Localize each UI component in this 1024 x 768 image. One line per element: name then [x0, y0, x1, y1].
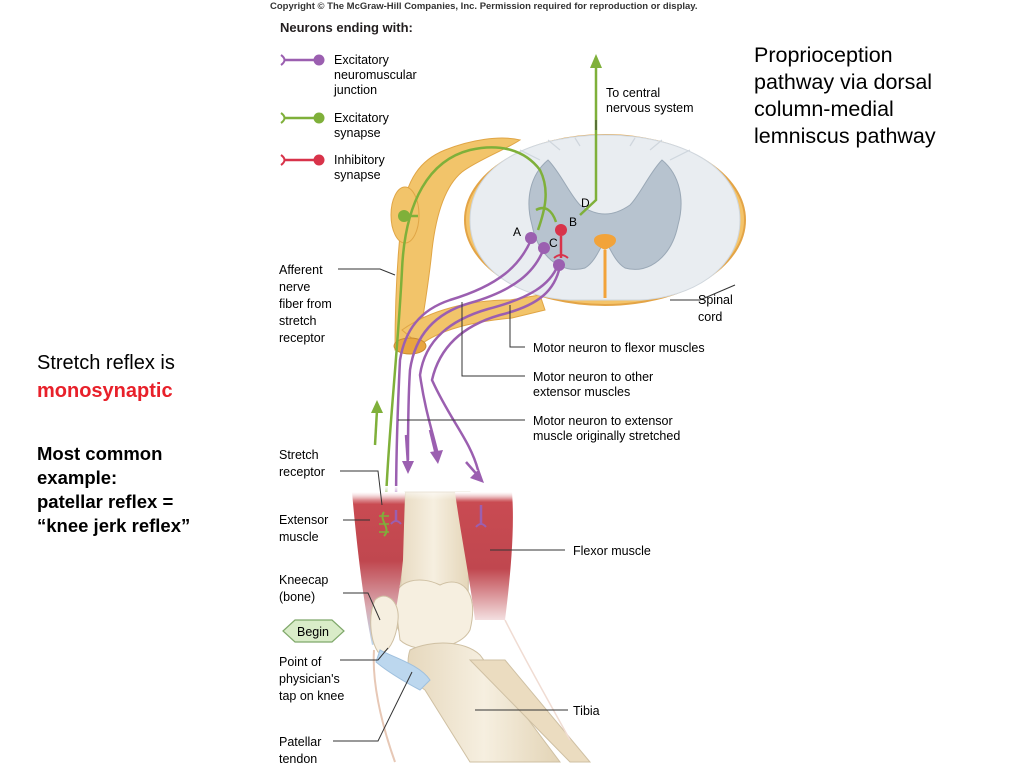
ganglion-cell-body: [398, 210, 410, 222]
common-example-line-3: patellar reflex =: [37, 491, 174, 512]
afferent-up-arrow: [371, 400, 383, 413]
common-example-block: Most common example: patellar reflex = “…: [37, 442, 247, 538]
synapse-label-d: D: [581, 196, 590, 210]
legend-title: Neurons ending with:: [280, 20, 413, 35]
legend-label-excitatory-nmj: Excitatory neuromuscular junction: [333, 53, 420, 97]
legend-label-excitatory-synapse: Excitatory synapse: [334, 111, 392, 140]
knee-illustration: [340, 486, 592, 763]
begin-marker: Begin: [282, 619, 345, 643]
label-afferent-fiber: Afferent nerve fiber from stretch recept…: [279, 263, 335, 345]
efferent-down-arrow-2: [430, 450, 443, 464]
label-motor-flexor: Motor neuron to flexor muscles: [533, 341, 705, 355]
label-patellar-tendon: Patellar tendon: [279, 735, 325, 766]
ascending-fiber-to-cns: [579, 54, 602, 216]
legend-label-inhibitory-synapse: Inhibitory synapse: [334, 153, 388, 182]
label-extensor-muscle: Extensor muscle: [279, 513, 332, 544]
begin-label: Begin: [297, 625, 329, 639]
label-kneecap: Kneecap (bone): [279, 573, 332, 604]
legend-symbol-excitatory-synapse: [280, 112, 325, 124]
synapse-label-c: C: [549, 236, 558, 250]
synapse-label-b: B: [569, 215, 577, 229]
copyright-notice: Copyright © The McGraw-Hill Companies, I…: [270, 1, 698, 12]
leader-lines: [333, 120, 736, 742]
label-tibia: Tibia: [573, 704, 600, 718]
proprioception-line-1: Proprioception: [754, 43, 893, 67]
muscle-nerve-endings: [379, 505, 487, 537]
legend-symbol-excitatory-nmj: [280, 54, 325, 66]
motor-neuron-fibers: [394, 239, 562, 511]
legend-symbol-inhibitory-synapse: [280, 154, 325, 166]
synapse-cell-bodies: [525, 224, 569, 271]
label-motor-other: Motor neuron to other extensor muscles: [533, 370, 657, 399]
proprioception-line-4: lemniscus pathway: [754, 124, 936, 148]
label-tap-point: Point of physician's tap on knee: [279, 655, 344, 703]
common-example-line-1: Most common: [37, 443, 163, 464]
common-example-line-2: example:: [37, 467, 118, 488]
proprioception-annotation: Proprioception pathway via dorsal column…: [754, 42, 1014, 150]
label-spinal-cord: Spinal cord: [698, 293, 736, 324]
monosynaptic-highlight: monosynaptic: [37, 380, 173, 402]
direction-arrows: [371, 400, 484, 483]
common-example-line-4: “knee jerk reflex”: [37, 515, 191, 536]
ascending-arrowhead: [590, 54, 602, 68]
label-to-cns: To central nervous system: [606, 86, 694, 115]
proprioception-line-2: pathway via dorsal: [754, 70, 933, 94]
proprioception-line-3: column-medial: [754, 97, 894, 121]
label-motor-extensor: Motor neuron to extensor muscle original…: [533, 414, 680, 443]
stretch-reflex-statement: Stretch reflex is: [37, 352, 175, 374]
efferent-down-arrow-1: [402, 461, 414, 474]
synapse-label-a: A: [513, 225, 521, 239]
spinal-cord-section: [464, 134, 746, 306]
efferent-down-arrow-3: [470, 469, 484, 483]
label-stretch-receptor: Stretch receptor: [279, 448, 325, 479]
label-flexor-muscle: Flexor muscle: [573, 544, 651, 558]
